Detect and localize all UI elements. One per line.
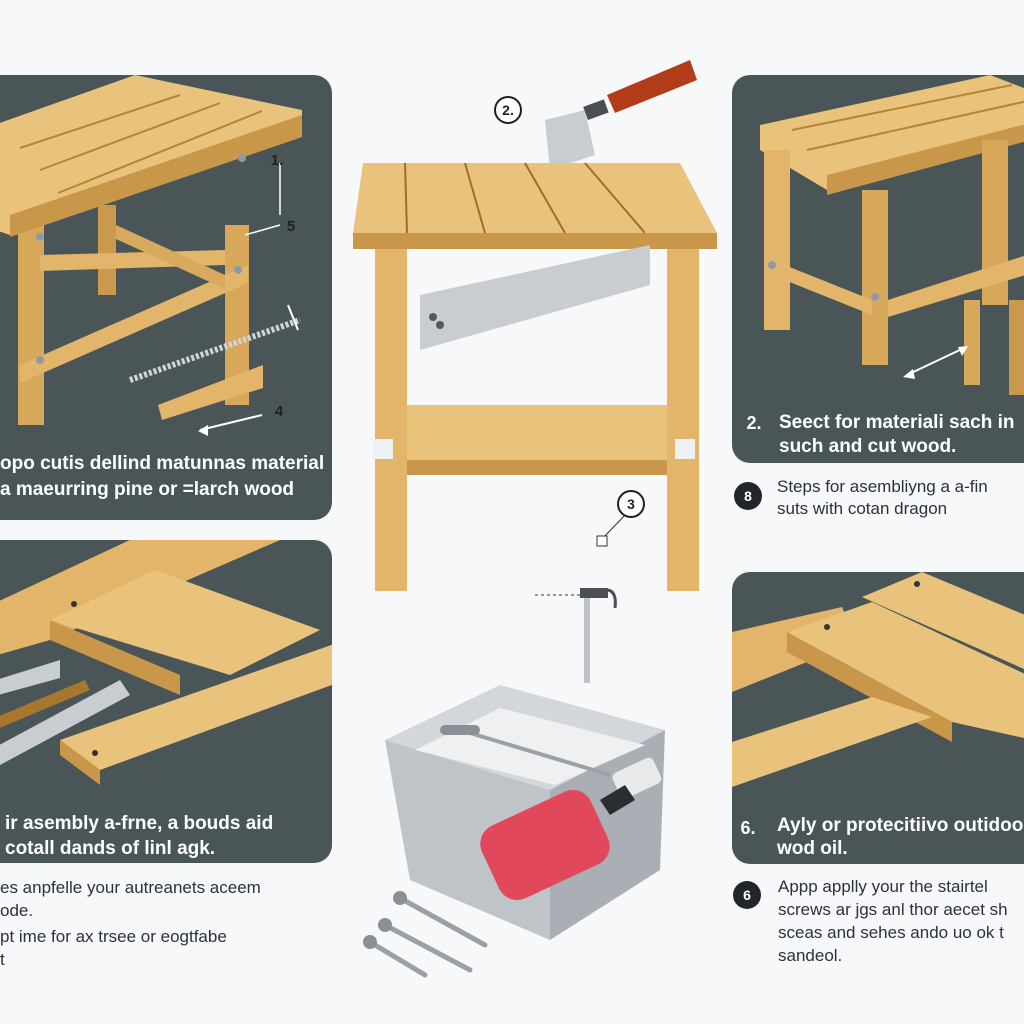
materials-caption-1: opo cutis dellind matunnas material bbox=[0, 453, 325, 474]
center-bench-illustration bbox=[353, 60, 717, 591]
tools-illustration bbox=[363, 588, 665, 978]
bottom-right-note-2: screws ar jgs anl thor aecet sh bbox=[778, 900, 1008, 919]
bottom-left-note-4: t bbox=[0, 950, 5, 969]
bottom-left-note-2: ode. bbox=[0, 901, 34, 920]
assembly-note-2: suts with cotan dragon bbox=[777, 499, 948, 518]
panel-frame: ir asembly a-frne, a bouds aid cotall da… bbox=[0, 540, 332, 863]
oil-caption-2: wod oil. bbox=[777, 838, 848, 859]
oil-caption-1: Ayly or protecitiivo outidoo bbox=[777, 815, 1024, 836]
bottom-left-note-1: es anpfelle your autreanets aceem bbox=[0, 878, 261, 897]
step-marker-3: 3 bbox=[617, 490, 645, 518]
saw-blade-icon bbox=[420, 245, 650, 350]
bottom-left-note-3: pt ime for ax trsee or eogtfabe bbox=[0, 927, 227, 946]
materials-caption-2: a maeurring pine or =larch wood bbox=[0, 479, 295, 500]
cut-wood-caption-1: Seect for materiali sach in bbox=[779, 412, 1015, 433]
assembly-note-1: Steps for asembliyng a a-fin bbox=[777, 477, 988, 496]
bottom-right-note-4: sandeol. bbox=[778, 946, 843, 965]
step-marker-6a: 6. bbox=[740, 818, 756, 838]
step-marker-8: 8 bbox=[734, 482, 762, 510]
hammer-icon bbox=[535, 588, 617, 683]
step-marker-1: 1. bbox=[270, 152, 284, 169]
step-marker-5: 5 bbox=[286, 218, 296, 235]
frame-caption-1: ir asembly a-frne, a bouds aid bbox=[5, 813, 274, 834]
bottom-right-note-3: sceas and sehes ando uo ok t bbox=[778, 923, 1004, 942]
bottom-right-note-1: Appp applly your the stairtel bbox=[778, 877, 988, 896]
bench-illustration bbox=[0, 75, 302, 436]
bench-right-illustration bbox=[760, 75, 1024, 395]
cut-wood-caption-2: such and cut wood. bbox=[779, 436, 957, 457]
step-marker-4: 4 bbox=[274, 403, 284, 420]
frame-caption-2: cotall dands of linl agk. bbox=[5, 838, 216, 859]
step-marker-6b: 6 bbox=[733, 881, 761, 909]
step-marker-2-right: 2. bbox=[746, 413, 762, 433]
screws-icon bbox=[367, 895, 488, 978]
step-marker-2: 2. bbox=[494, 96, 522, 124]
panel-oil: 6. Ayly or protecitiivo outidoo wod oil. bbox=[732, 572, 1024, 864]
boards-illustration bbox=[732, 572, 1024, 787]
panel-cut-wood: 2. Seect for materiali sach in such and … bbox=[732, 75, 1024, 463]
frame-illustration bbox=[0, 540, 332, 785]
panel-materials: 1. 5 4 opo cutis dellind matunnas materi… bbox=[0, 75, 332, 520]
oil-bottle-icon bbox=[480, 757, 662, 901]
